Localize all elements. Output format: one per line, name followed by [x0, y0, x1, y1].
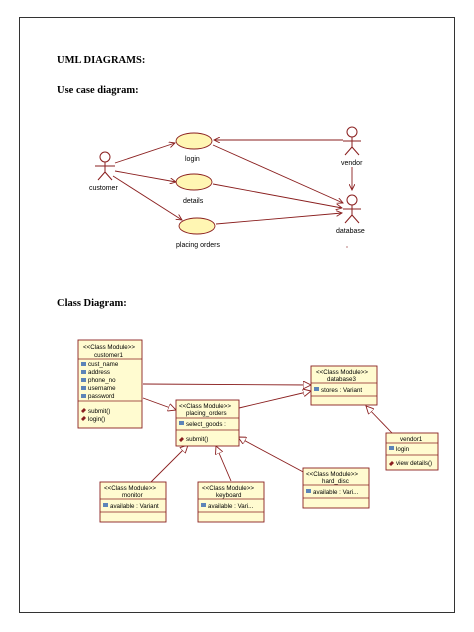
class-vendor1: vendor1 login view details()	[385, 432, 439, 471]
class-monitor: <<Class Module>> monitor available : Var…	[99, 481, 167, 523]
monitor-name: monitor	[122, 492, 143, 499]
customer1-methods: submit() login()	[81, 408, 110, 423]
use-case-associations	[112, 140, 352, 225]
class-database3: <<Class Module>> database3 stores : Vari…	[310, 365, 378, 406]
monitor-attr: available : Variant	[110, 503, 159, 510]
vendor1-name: vendor1	[400, 436, 423, 443]
placing-orders-usecase	[178, 217, 216, 235]
customer1-method: login()	[88, 416, 105, 423]
class-customer1: <<Class Module>> customer1 cust_name add…	[77, 339, 143, 429]
customer1-attributes: cust_name address phone_no username pass…	[81, 361, 119, 400]
vendor1-method: view details()	[396, 460, 432, 467]
customer1-method: submit()	[88, 408, 110, 415]
keyboard-name: keyboard	[216, 492, 242, 499]
customer1-name: customer1	[94, 352, 123, 359]
customer1-attr: username	[88, 385, 116, 392]
vendor1-attr: login	[396, 446, 410, 453]
customer1-attr: phone_no	[88, 377, 116, 384]
keyboard-stereotype: <<Class Module>>	[202, 485, 254, 492]
database3-name: database3	[327, 376, 356, 383]
login-usecase	[175, 132, 213, 150]
hard-disc-stereotype: <<Class Module>>	[306, 471, 358, 478]
customer1-attr: cust_name	[88, 361, 119, 368]
vendor-actor-label: vendor	[341, 160, 363, 167]
customer1-stereotype: <<Class Module>>	[83, 344, 135, 351]
keyboard-attr: available : Vari...	[208, 503, 254, 510]
database3-attr: stores : Variant	[321, 387, 362, 394]
use-case-heading: Use case diagram:	[57, 85, 139, 96]
login-usecase-label: login	[185, 156, 200, 163]
vendor-actor	[343, 126, 361, 156]
hard-disc-attr: available : Vari...	[313, 489, 359, 496]
customer1-attr: address	[88, 369, 110, 376]
placing-orders-usecase-label: placing orders	[176, 242, 220, 249]
customer-actor-label: customer	[89, 185, 118, 192]
database-actor	[343, 194, 361, 224]
hard-disc-name: hard_disc	[322, 478, 349, 485]
customer1-attr: password	[88, 393, 115, 400]
class-placing-orders: <<Class Module>> placing_orders select_g…	[175, 399, 240, 447]
details-usecase-label: details	[183, 198, 204, 205]
page-border	[19, 17, 455, 613]
placing-orders-stereotype: <<Class Module>>	[179, 403, 231, 410]
customer-actor	[95, 151, 115, 181]
doc-title: UML DIAGRAMS:	[57, 55, 146, 66]
class-hard-disc: <<Class Module>> hard_disc available : V…	[302, 467, 370, 509]
placing-orders-method: submit()	[186, 436, 208, 443]
monitor-stereotype: <<Class Module>>	[104, 485, 156, 492]
placing-orders-name: placing_orders	[186, 410, 227, 417]
class-keyboard: <<Class Module>> keyboard available : Va…	[197, 481, 265, 523]
placing-orders-attr: select_goods :	[186, 421, 226, 428]
details-usecase	[175, 173, 213, 191]
database3-stereotype: <<Class Module>>	[316, 369, 368, 376]
class-diagram-heading: Class Diagram:	[57, 298, 127, 309]
database-actor-label: database	[336, 228, 365, 235]
class-relationships	[142, 384, 393, 483]
